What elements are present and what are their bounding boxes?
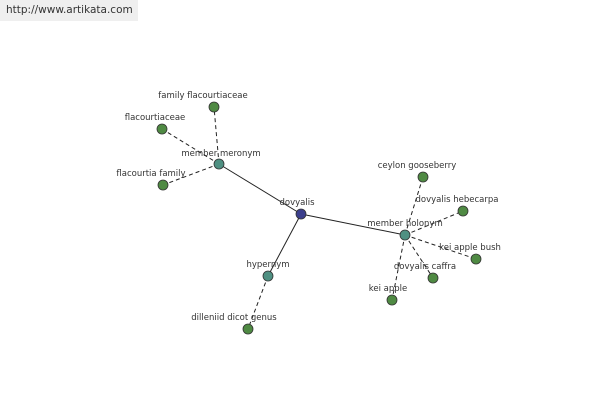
node-dovyalis[interactable] [295,208,307,220]
nodes-layer [156,101,482,335]
node-label-member-meronym[interactable]: member meronym [181,149,260,159]
labels-layer: dovyalis member meronym member holonym hype… [116,91,500,323]
node-dilleniid-dicot-genus[interactable] [242,323,254,335]
url-bar: http://www.artikata.com [0,0,138,21]
node-ceylon-gooseberry[interactable] [417,171,429,183]
node-hypernym[interactable] [262,270,274,282]
edge-member-meronym-to-flacourtia-family [162,163,220,186]
site-url-link[interactable]: http://www.artikata.com [6,4,133,16]
node-label-ceylon-gooseberry[interactable]: ceylon gooseberry [378,161,457,171]
node-label-dovyalis[interactable]: dovyalis [279,198,315,208]
edge-dovyalis-to-member-holonym [300,213,406,236]
node-member-holonym[interactable] [399,229,411,241]
node-member-meronym[interactable] [213,158,225,170]
edge-member-holonym-to-ceylon-gooseberry [404,176,424,236]
edge-member-holonym-to-dovyalis-hebecarpa [404,210,464,236]
node-family-flacourtiaceae[interactable] [208,101,220,113]
edge-member-meronym-to-family-flacourtiaceae [213,106,220,165]
edge-dovyalis-to-member-meronym [218,163,302,215]
node-label-flacourtia-family[interactable]: flacourtia family [116,169,185,179]
node-label-flacourtiaceae[interactable]: flacourtiaceae [125,113,186,123]
node-dovyalis-caffra[interactable] [427,272,439,284]
node-label-dilleniid-dicot-genus[interactable]: dilleniid dicot genus [191,313,277,323]
node-label-kei-apple[interactable]: kei apple [369,284,408,294]
node-flacourtiaceae[interactable] [156,123,168,135]
node-dovyalis-hebecarpa[interactable] [457,205,469,217]
node-label-dovyalis-hebecarpa[interactable]: dovyalis hebecarpa [416,195,499,205]
node-label-family-flacourtiaceae[interactable]: family flacourtiaceae [158,91,248,101]
node-flacourtia-family[interactable] [157,179,169,191]
node-label-kei-apple-bush[interactable]: kei apple bush [439,243,501,253]
node-label-dovyalis-caffra[interactable]: dovyalis caffra [394,262,456,272]
edges-layer [161,106,477,330]
edge-member-holonym-to-dovyalis-caffra [404,234,434,279]
edge-dovyalis-to-hypernym [267,213,302,277]
node-label-member-holonym[interactable]: member holonym [367,219,442,229]
node-kei-apple-bush[interactable] [470,253,482,265]
node-label-hypernym[interactable]: hypernym [246,260,289,270]
edge-hypernym-to-dilleniid-dicot-genus [247,275,269,330]
node-kei-apple[interactable] [386,294,398,306]
edge-member-holonym-to-kei-apple-bush [404,234,477,260]
